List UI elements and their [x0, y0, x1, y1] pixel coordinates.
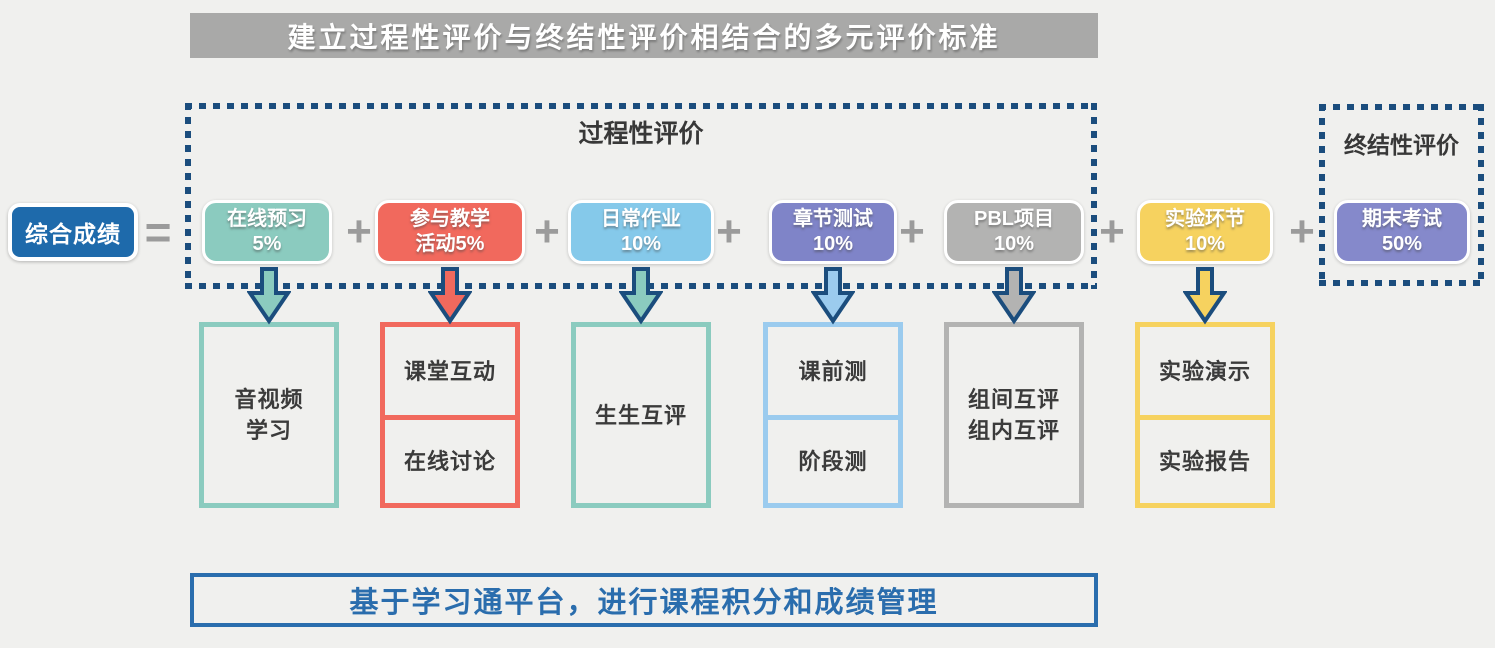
final-evaluation-label: 终结性评价	[1344, 132, 1459, 158]
dotted-border	[185, 103, 191, 289]
weight-label: 日常作业 10%	[601, 208, 681, 255]
plus-operator: +	[1099, 207, 1125, 256]
weight-box-teaching-activity: 参与教学 活动5%	[375, 200, 525, 264]
detail-box-group-review: 组间互评 组内互评	[944, 322, 1084, 508]
title-banner: 建立过程性评价与终结性评价相结合的多元评价标准	[190, 13, 1098, 58]
down-arrow-icon	[811, 267, 855, 325]
down-arrow-icon	[247, 267, 291, 325]
dotted-border	[1091, 103, 1097, 289]
detail-cell: 课前测	[798, 358, 868, 384]
weight-box-chapter-test: 章节测试 10%	[769, 200, 897, 264]
detail-box-lab-results: 实验演示 实验报告	[1135, 322, 1275, 508]
plus-operator: +	[346, 207, 372, 256]
dotted-border	[1319, 104, 1484, 110]
detail-cell: 组间互评 组内互评	[967, 387, 1060, 443]
detail-box-tests: 课前测 阶段测	[763, 322, 903, 508]
down-arrow-icon	[619, 267, 663, 325]
dotted-border	[1319, 280, 1484, 286]
plus-operator: +	[1289, 207, 1315, 256]
weight-box-daily-homework: 日常作业 10%	[568, 200, 714, 264]
weight-label: PBL项目 10%	[974, 208, 1054, 255]
plus-operator: +	[716, 207, 742, 256]
detail-box-peer-review: 生生互评	[571, 322, 711, 508]
down-arrow-icon	[1183, 267, 1227, 325]
weight-box-lab: 实验环节 10%	[1137, 200, 1273, 264]
dotted-border	[1478, 104, 1484, 286]
final-evaluation-group	[1319, 104, 1484, 286]
detail-cell: 实验报告	[1140, 415, 1270, 503]
equals-operator: =	[144, 206, 172, 258]
weight-label: 参与教学 活动5%	[410, 208, 490, 255]
detail-cell: 实验演示	[1158, 358, 1251, 384]
dotted-border	[1319, 104, 1325, 286]
platform-banner: 基于学习通平台，进行课程积分和成绩管理	[190, 573, 1098, 627]
detail-cell: 阶段测	[768, 415, 898, 503]
weight-box-final-exam: 期末考试 50%	[1334, 200, 1470, 264]
down-arrow-icon	[428, 267, 472, 325]
detail-cell: 课堂互动	[403, 358, 496, 384]
detail-box-class-interaction: 课堂互动 在线讨论	[380, 322, 520, 508]
detail-cell: 音视频 学习	[234, 387, 304, 443]
dotted-border	[185, 103, 1097, 109]
overall-score-box: 综合成绩	[8, 203, 138, 261]
weight-box-pbl-project: PBL项目 10%	[944, 200, 1084, 264]
process-evaluation-label: 过程性评价	[578, 120, 704, 148]
plus-operator: +	[899, 207, 925, 256]
detail-cell: 在线讨论	[385, 415, 515, 503]
down-arrow-icon	[992, 267, 1036, 325]
weight-label: 在线预习 5%	[227, 208, 307, 255]
weight-label: 实验环节 10%	[1165, 208, 1245, 255]
weight-label: 章节测试 10%	[793, 208, 873, 255]
weight-label: 期末考试 50%	[1362, 208, 1442, 255]
plus-operator: +	[534, 207, 560, 256]
detail-cell: 生生互评	[594, 402, 687, 428]
weight-box-online-preview: 在线预习 5%	[202, 200, 332, 264]
detail-box-av-learning: 音视频 学习	[199, 322, 339, 508]
